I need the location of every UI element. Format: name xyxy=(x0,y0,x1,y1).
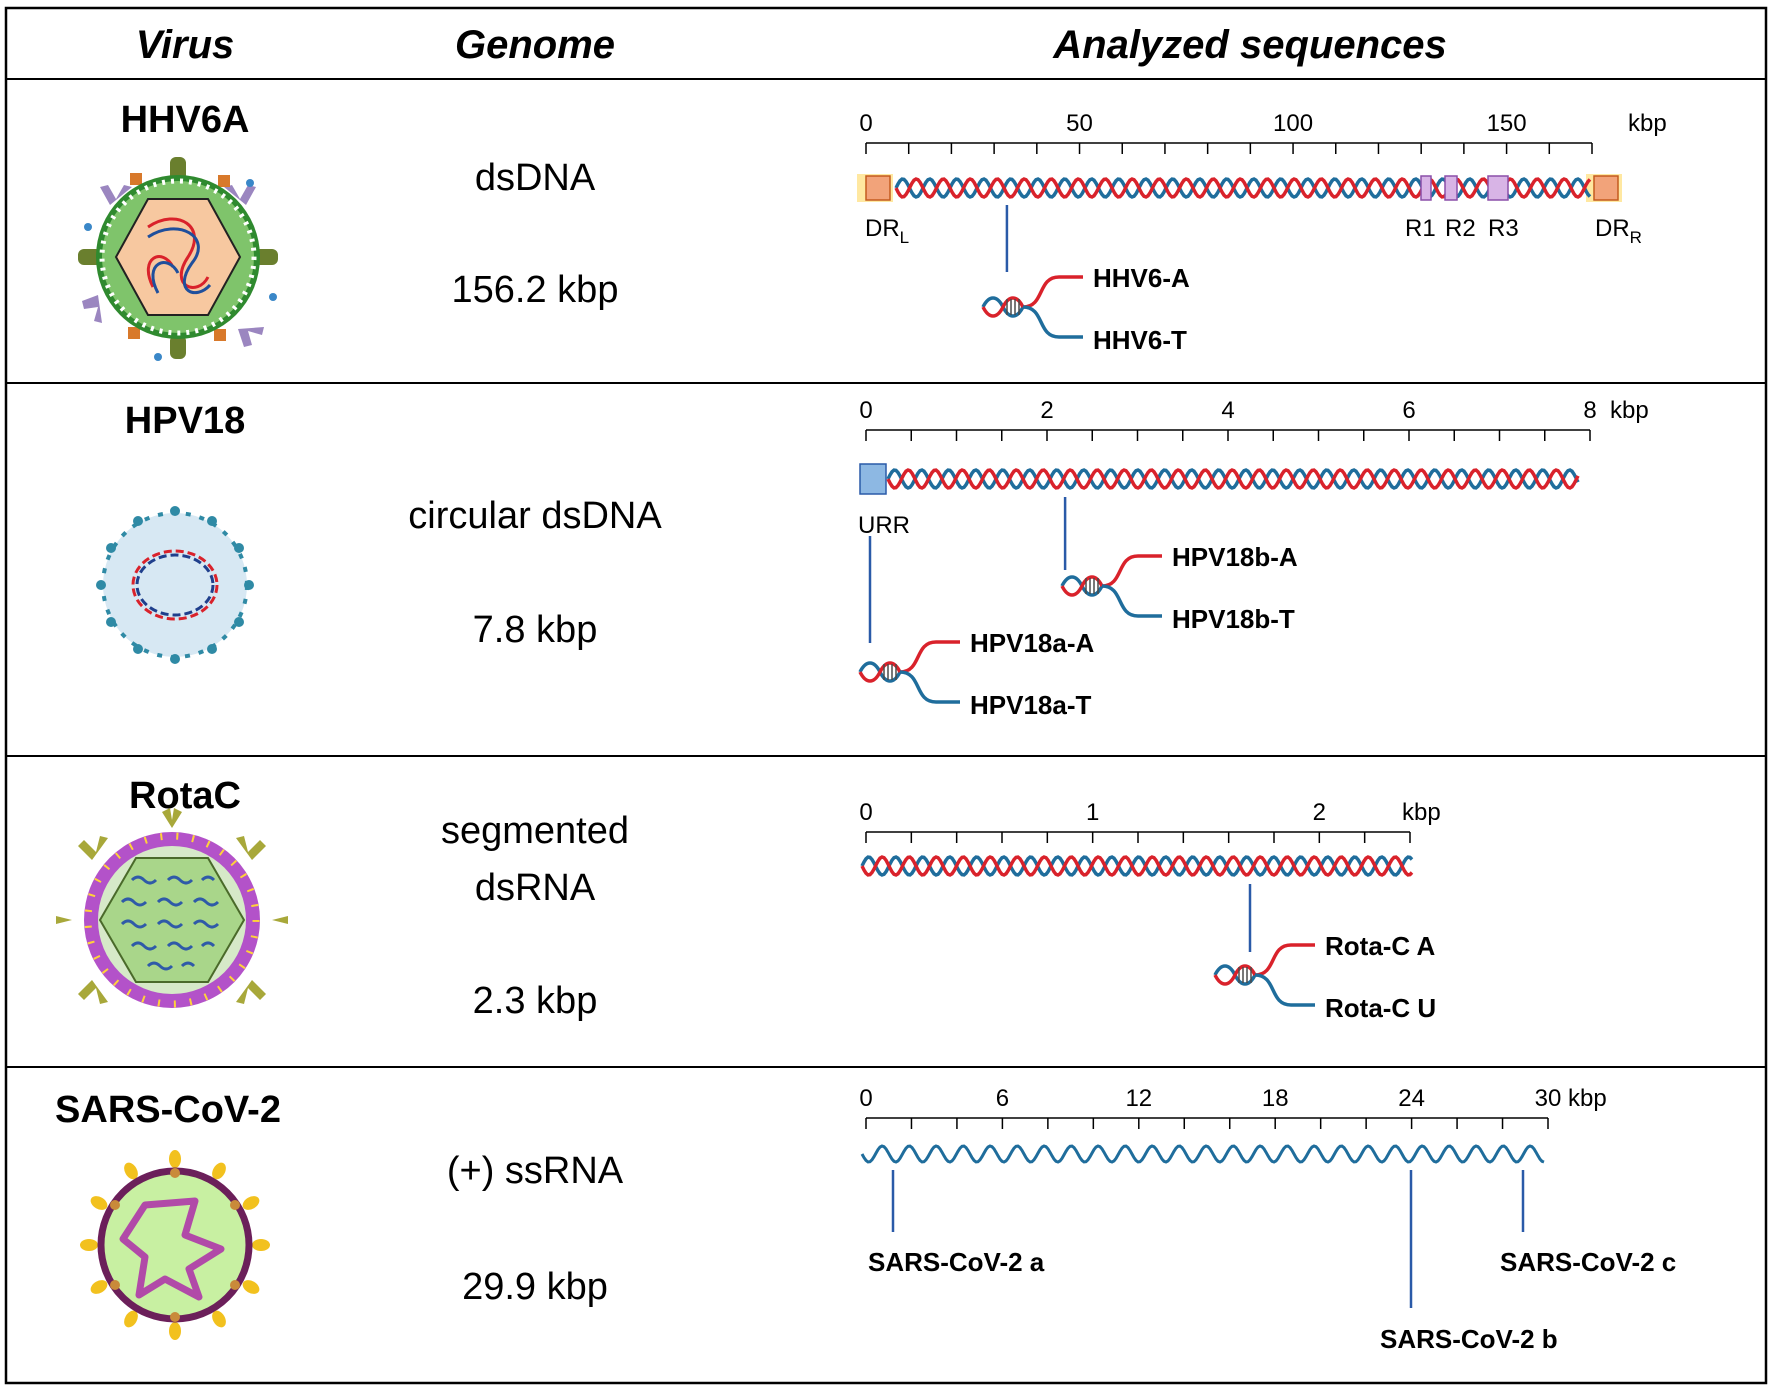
sars-tick-label: 0 xyxy=(859,1085,872,1112)
rotac-tick-label: 2 xyxy=(1313,799,1326,826)
hpv18-tick-label: 0 xyxy=(859,397,872,424)
region-label-r3: R3 xyxy=(1488,215,1519,242)
r3-box xyxy=(1487,175,1509,201)
helix-strand-red xyxy=(886,468,1580,490)
genome-size-rotac: 2.3 kbp xyxy=(473,980,598,1022)
probe-strand-b xyxy=(899,670,960,704)
hpv18b-probe: HPV18b-A HPV18b-T xyxy=(1060,542,1298,634)
hpv18-tick-label: 6 xyxy=(1402,397,1415,424)
sars-site-label: SARS-CoV-2 c xyxy=(1500,1247,1676,1277)
helix-strand-blue xyxy=(886,468,1580,490)
rotac-tick-label: 1 xyxy=(1086,799,1099,826)
header-virus: Virus xyxy=(136,23,235,67)
region-subscript: R xyxy=(1630,228,1642,247)
sars-axis-unit: kbp xyxy=(1568,1085,1607,1112)
hpv18a-probe-label-b: HPV18a-T xyxy=(970,690,1091,720)
probe-strand-a xyxy=(1022,275,1083,309)
virus-name-sars-cov-2: SARS-CoV-2 xyxy=(55,1089,281,1131)
hhv6a-axis-unit: kbp xyxy=(1628,110,1667,137)
hhv6a-tick-label: 150 xyxy=(1487,110,1527,137)
hpv18-helix xyxy=(886,468,1580,490)
genome-type-sars-cov-2: (+) ssRNA xyxy=(447,1150,624,1192)
region-label-dr-right: DRR xyxy=(1595,215,1642,247)
hhv6a-probe-label-a: HHV6-A xyxy=(1093,263,1190,293)
region-label-urr: URR xyxy=(858,512,910,539)
helix-strand-red xyxy=(894,177,1592,199)
probe-start-red xyxy=(981,296,1025,318)
rotac-tick-label: 0 xyxy=(859,799,872,826)
genome-size-hhv6a: 156.2 kbp xyxy=(452,269,619,311)
probe-strand-b xyxy=(1022,305,1083,339)
rotac-axis-unit: kbp xyxy=(1402,799,1441,826)
hhv6a-tick-label: 50 xyxy=(1066,110,1093,137)
probe-start-red xyxy=(858,661,902,683)
probe-strand-b xyxy=(1254,973,1315,1007)
sars-tick-label: 12 xyxy=(1125,1085,1152,1112)
hhv6a-helix xyxy=(894,177,1592,199)
dr-right-box xyxy=(1593,175,1619,201)
sars-tick-label: 24 xyxy=(1398,1085,1425,1112)
hhv6a-tick-label: 100 xyxy=(1273,110,1313,137)
hhv6a-probe-label-b: HHV6-T xyxy=(1093,325,1187,355)
virus-name-hhv6a: HHV6A xyxy=(121,99,250,141)
hpv18-tick-label: 4 xyxy=(1221,397,1234,424)
probe-start-red xyxy=(1060,575,1104,597)
probe-strand-b xyxy=(1101,584,1162,618)
dr-left-box xyxy=(865,175,891,201)
sars-tick-label: 30 xyxy=(1535,1085,1562,1112)
virus-name-hpv18: HPV18 xyxy=(125,400,245,442)
hpv18b-probe-label-b: HPV18b-T xyxy=(1172,604,1295,634)
r2-box xyxy=(1444,175,1458,201)
helix-strand-red xyxy=(860,855,1414,877)
hpv18-tick-label: 8 xyxy=(1583,397,1596,424)
probe-start-red xyxy=(1213,964,1257,986)
hpv18b-probe-label-a: HPV18b-A xyxy=(1172,542,1298,572)
genome-type-rotac-line2: dsRNA xyxy=(475,867,596,909)
genome-type-hpv18: circular dsDNA xyxy=(408,495,662,537)
hpv18-tick-label: 2 xyxy=(1040,397,1053,424)
probe-strand-a xyxy=(1254,943,1315,977)
header-analyzed-sequences: Analyzed sequences xyxy=(1052,23,1447,67)
region-subscript: L xyxy=(900,228,909,247)
genome-type-hhv6a: dsDNA xyxy=(475,157,596,199)
hpv18a-probe-label-a: HPV18a-A xyxy=(970,628,1094,658)
hhv6a-probe: HHV6-A HHV6-T xyxy=(981,263,1190,355)
r1-box xyxy=(1420,175,1432,201)
genome-size-hpv18: 7.8 kbp xyxy=(473,609,598,651)
sars-tick-label: 6 xyxy=(996,1085,1009,1112)
rotac-helix xyxy=(860,855,1414,877)
genome-size-sars-cov-2: 29.9 kbp xyxy=(462,1266,608,1308)
helix-strand-blue xyxy=(894,177,1592,199)
rotac-virion-icon xyxy=(56,808,288,1008)
region-label-r1: R1 xyxy=(1405,215,1436,242)
sars-site-label: SARS-CoV-2 b xyxy=(1380,1324,1558,1354)
hpv18a-probe: HPV18a-A HPV18a-T xyxy=(858,628,1094,720)
sars-cov-2-virion-icon xyxy=(80,1150,270,1340)
rotac-probe-label-a: Rota-C A xyxy=(1325,931,1435,961)
sars-tick-label: 18 xyxy=(1262,1085,1289,1112)
sars-site-label: SARS-CoV-2 a xyxy=(868,1247,1045,1277)
table-border xyxy=(4,6,1768,1385)
rotac-probe-label-b: Rota-C U xyxy=(1325,993,1436,1023)
rotac-probe: Rota-C A Rota-C U xyxy=(1213,931,1436,1023)
probe-strand-a xyxy=(1101,554,1162,588)
urr-box xyxy=(859,463,887,495)
hpv18-virion-icon xyxy=(96,506,254,664)
probe-strand-a xyxy=(899,640,960,674)
virus-name-rotac: RotaC xyxy=(129,775,241,817)
genome-type-rotac-line1: segmented xyxy=(441,810,629,852)
hhv6a-tick-label: 0 xyxy=(859,110,872,137)
region-label-r2: R2 xyxy=(1445,215,1476,242)
hhv6a-virion-icon xyxy=(78,157,278,361)
sars-ssrna-strand xyxy=(860,1144,1545,1164)
hpv18-axis-unit: kbp xyxy=(1610,397,1649,424)
region-label-dr-left: DRL xyxy=(865,215,909,247)
header-genome: Genome xyxy=(455,23,615,67)
